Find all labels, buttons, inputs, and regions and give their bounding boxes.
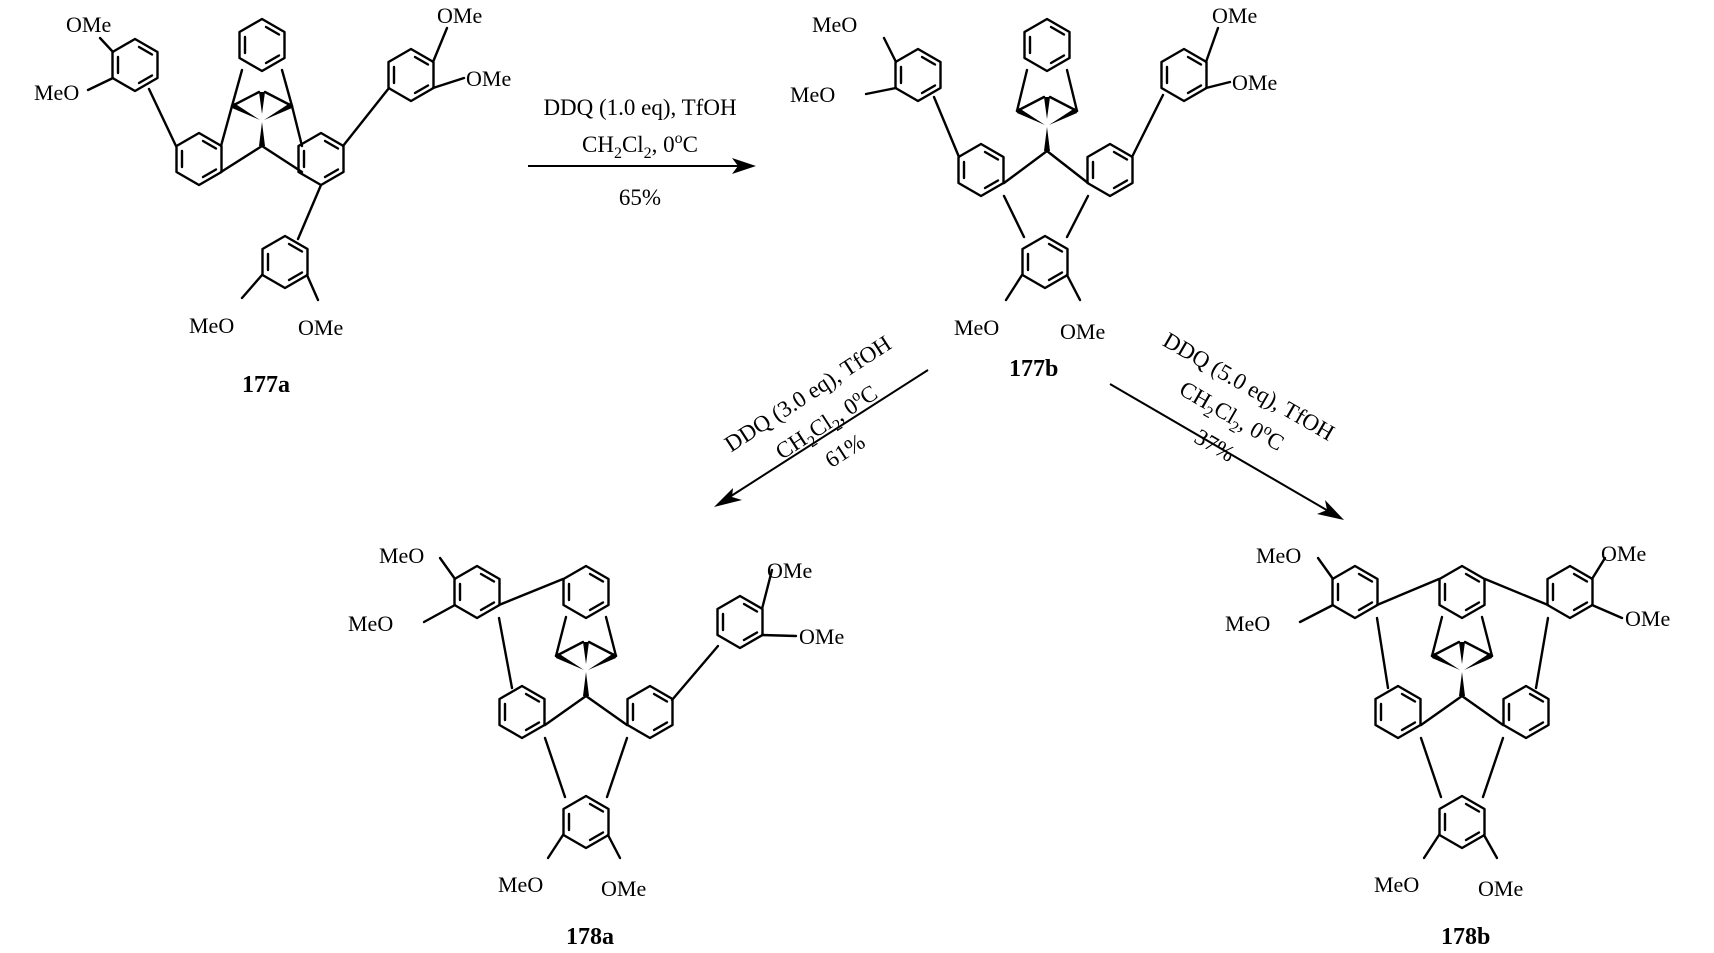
compound-label-178b: 178b — [1441, 924, 1490, 950]
ome-label: OMe — [1625, 606, 1670, 631]
reaction-arrow-3: DDQ (5.0 eq), TfOH CH2Cl2, 0oC 37% — [1109, 327, 1344, 520]
structure-177b — [894, 17, 1208, 290]
reaction-arrow-2: DDQ (3.0 eq), TfOH CH2Cl2, 0oC 61% — [714, 331, 929, 507]
meo-label: MeO — [498, 872, 543, 897]
ome-label: OMe — [66, 12, 111, 37]
meo-label: MeO — [379, 543, 424, 568]
ome-label: OMe — [298, 315, 343, 340]
structure-178b — [1331, 564, 1594, 850]
substituent-labels: OMe MeO OMe OMe MeO OMe MeO MeO OMe OMe … — [34, 3, 1670, 901]
meo-label: MeO — [1374, 872, 1419, 897]
meo-label: MeO — [34, 80, 79, 105]
ome-label: OMe — [1478, 876, 1523, 901]
reaction1-yield: 65% — [619, 185, 661, 210]
meo-label: MeO — [348, 611, 393, 636]
ome-label: OMe — [1060, 319, 1105, 344]
ome-label: OMe — [799, 624, 844, 649]
ome-label: OMe — [1232, 70, 1277, 95]
meo-label: MeO — [1256, 543, 1301, 568]
ome-label: OMe — [601, 876, 646, 901]
meo-label: MeO — [790, 82, 835, 107]
meo-label: MeO — [189, 313, 234, 338]
meo-label: MeO — [954, 315, 999, 340]
reaction1-reagent: DDQ (1.0 eq), TfOH — [543, 95, 736, 120]
compound-label-177b: 177b — [1009, 356, 1058, 382]
ome-label: OMe — [767, 558, 812, 583]
meo-label: MeO — [812, 12, 857, 37]
ome-label: OMe — [1601, 541, 1646, 566]
ome-label: OMe — [1212, 3, 1257, 28]
compound-label-177a: 177a — [242, 372, 290, 398]
ome-label: OMe — [437, 3, 482, 28]
ome-label: OMe — [466, 66, 511, 91]
structure-177a — [111, 17, 435, 290]
structure-178a — [453, 564, 764, 850]
meo-label: MeO — [1225, 611, 1270, 636]
compound-label-178a: 178a — [566, 924, 614, 950]
reaction1-solvent: CH2Cl2, 0oC — [582, 130, 698, 162]
reaction-arrow-1: DDQ (1.0 eq), TfOH CH2Cl2, 0oC 65% — [528, 95, 756, 210]
methoxy-bonds — [86, 26, 1624, 860]
